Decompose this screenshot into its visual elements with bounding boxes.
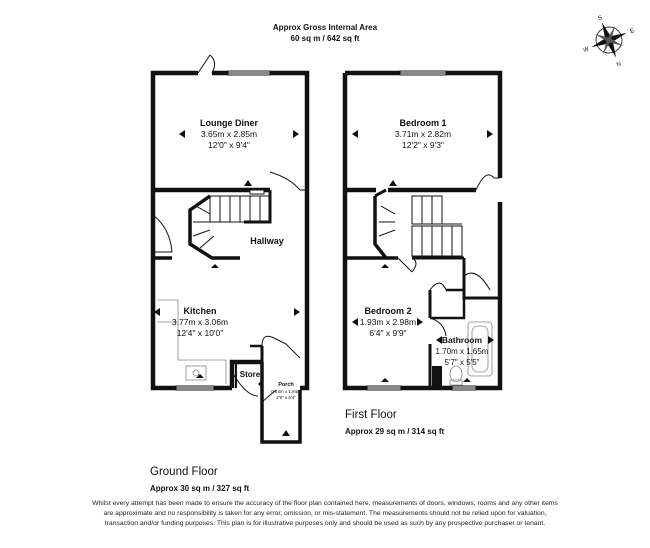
- hallway-name: Hallway: [250, 236, 284, 246]
- first-floor-plan: [342, 70, 503, 391]
- first-floor-markers: [352, 130, 494, 382]
- porch-metric: 0.84m x 1.94m: [271, 389, 301, 394]
- bedroom1-imperial: 12'2" x 9'3": [402, 140, 444, 150]
- lounge-imperial: 12'0" x 9'4": [208, 140, 250, 150]
- compass-rose-icon: S E N W: [582, 15, 636, 68]
- ground-floor-windows: [175, 70, 271, 391]
- compass-point-w: W: [582, 46, 590, 54]
- bedroom2-metric: 1.93m x 2.98m: [360, 317, 416, 327]
- bathroom-imperial: 5'7" x 5'5": [445, 358, 480, 367]
- ground-floor-markers: [154, 130, 300, 436]
- first-floor-area: Approx 29 sq m / 314 sq ft: [345, 427, 445, 436]
- first-floor-doors: [397, 174, 500, 337]
- gross-area-label: Approx Gross Internal Area: [272, 23, 378, 32]
- gross-area-heading: Approx Gross Internal Area 60 sq m / 642…: [200, 22, 450, 44]
- bedroom2-imperial: 6'4" x 9'9": [369, 328, 406, 338]
- ground-floor-labels: Lounge Diner 3.65m x 2.85m 12'0" x 9'4" …: [172, 118, 301, 400]
- bathroom-fixtures: [432, 321, 493, 386]
- ground-floor-stairs: [192, 189, 271, 249]
- porch-name: Porch: [278, 382, 294, 388]
- bedroom2-name: Bedroom 2: [364, 306, 411, 316]
- ground-floor-plan: [150, 70, 310, 444]
- first-floor-windows: [366, 70, 477, 391]
- lounge-metric: 3.65m x 2.85m: [201, 129, 257, 139]
- lounge-name: Lounge Diner: [200, 118, 258, 128]
- kitchen-fixtures: [157, 299, 227, 384]
- kitchen-imperial: 12'4" x 10'0": [177, 328, 224, 338]
- porch-imperial: 2'9" x 6'4": [276, 395, 296, 400]
- compass-point-s: S: [597, 15, 603, 22]
- bathroom-metric: 1.70m x 1.65m: [436, 347, 489, 356]
- first-floor-labels: Bedroom 1 3.71m x 2.82m 12'2" x 9'3" Bed…: [360, 118, 489, 367]
- bedroom1-name: Bedroom 1: [399, 118, 446, 128]
- bathroom-name: Bathroom: [442, 335, 483, 345]
- gross-area-value: 60 sq m / 642 sq ft: [290, 34, 360, 43]
- disclaimer-text: Whilst every attempt has been made to en…: [92, 500, 558, 527]
- bedroom1-metric: 3.71m x 2.82m: [395, 129, 451, 139]
- ground-floor-title: Ground Floor: [150, 466, 218, 478]
- first-floor-title: First Floor: [345, 409, 397, 421]
- ground-floor-doors: [152, 54, 307, 403]
- kitchen-metric: 3.77m x 3.06m: [172, 317, 228, 327]
- store-name: Store: [240, 370, 261, 379]
- first-floor-stairs: [378, 195, 463, 257]
- kitchen-name: Kitchen: [183, 306, 216, 316]
- compass-point-n: N: [616, 61, 622, 68]
- ground-floor-area: Approx 30 sq m / 327 sq ft: [150, 484, 250, 493]
- compass-point-e: E: [630, 28, 636, 35]
